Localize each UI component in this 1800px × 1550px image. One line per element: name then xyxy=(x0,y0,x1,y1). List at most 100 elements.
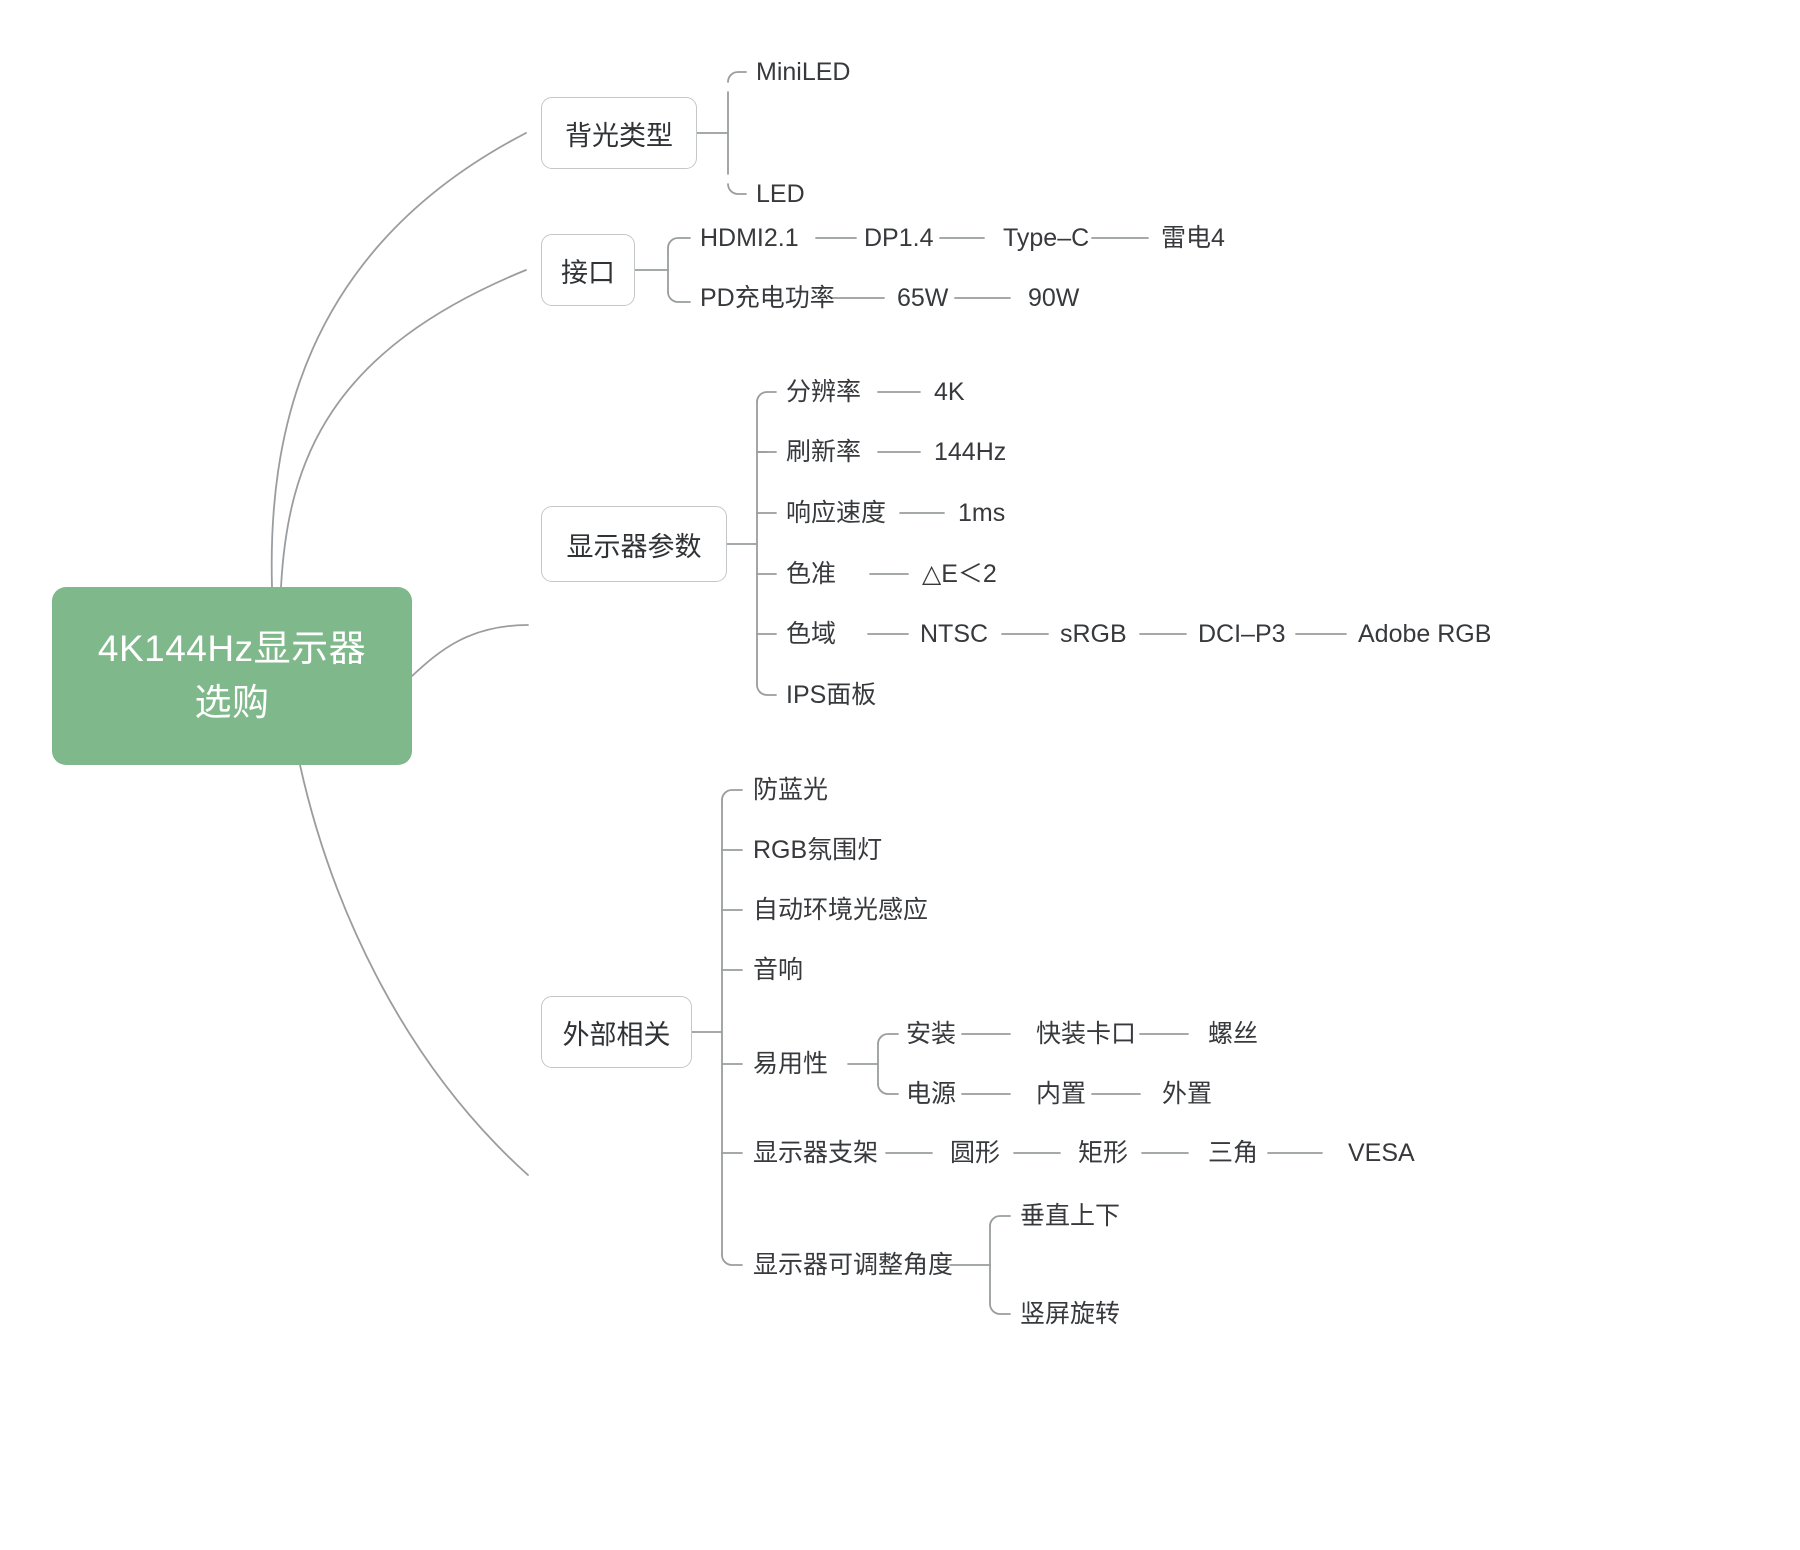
leaf-screws[interactable]: 螺丝 xyxy=(1208,1020,1258,1048)
edge-root-params xyxy=(411,624,529,677)
edge-ports-r1 xyxy=(667,291,691,303)
leaf-hdmi21[interactable]: HDMI2.1 xyxy=(700,224,799,252)
leaf-led-label: LED xyxy=(756,179,805,208)
leaf-screws-label: 螺丝 xyxy=(1208,1019,1259,1048)
leaf-response-time[interactable]: 响应速度 xyxy=(786,499,886,527)
leaf-quick-mount[interactable]: 快装卡口 xyxy=(1036,1020,1136,1048)
leaf-external-psu-label: 外置 xyxy=(1162,1079,1213,1108)
branch-node-backlight[interactable]: 背光类型 xyxy=(541,97,697,169)
leaf-quick-mount-label: 快装卡口 xyxy=(1036,1019,1137,1048)
leaf-led[interactable]: LED xyxy=(756,180,805,208)
leaf-adobe-rgb[interactable]: Adobe RGB xyxy=(1358,620,1491,648)
leaf-dp14[interactable]: DP1.4 xyxy=(864,224,933,252)
leaf-typec-label: Type–C xyxy=(1003,223,1090,252)
root-line-2: 选购 xyxy=(194,682,270,723)
leaf-ips-panel-label: IPS面板 xyxy=(786,680,877,709)
leaf-90w-label: 90W xyxy=(1028,283,1080,312)
leaf-stand-vesa-label: VESA xyxy=(1348,1138,1415,1167)
leaf-delta-e[interactable]: △E＜2 xyxy=(922,560,997,588)
leaf-color-gamut-label: 色域 xyxy=(786,619,837,648)
leaf-stand-rect-label: 矩形 xyxy=(1078,1138,1129,1167)
leaf-1ms[interactable]: 1ms xyxy=(958,499,1005,527)
leaf-ips-panel[interactable]: IPS面板 xyxy=(786,681,876,709)
leaf-color-accuracy[interactable]: 色准 xyxy=(786,560,836,588)
leaf-vertical-tilt[interactable]: 垂直上下 xyxy=(1020,1202,1120,1230)
edge-angle-b xyxy=(989,1303,1011,1315)
leaf-1ms-label: 1ms xyxy=(958,498,1006,527)
leaf-usability[interactable]: 易用性 xyxy=(753,1050,828,1078)
leaf-thunderbolt4[interactable]: 雷电4 xyxy=(1161,224,1225,252)
leaf-internal-psu[interactable]: 内置 xyxy=(1036,1080,1086,1108)
branch-node-backlight-label: 背光类型 xyxy=(565,120,673,151)
leaf-miniled-label: MiniLED xyxy=(756,57,851,86)
leaf-srgb[interactable]: sRGB xyxy=(1060,620,1127,648)
branch-node-external[interactable]: 外部相关 xyxy=(541,996,692,1068)
leaf-response-time-label: 响应速度 xyxy=(786,498,887,527)
edge-backlight-c0 xyxy=(727,71,747,83)
leaf-rgb-ambient-light-label: RGB氛围灯 xyxy=(753,835,883,864)
leaf-4k[interactable]: 4K xyxy=(934,378,965,406)
leaf-color-gamut[interactable]: 色域 xyxy=(786,620,836,648)
edge-yyx-b xyxy=(877,1083,899,1095)
leaf-144hz-label: 144Hz xyxy=(934,437,1007,466)
branch-node-ports-label: 接口 xyxy=(561,257,615,288)
leaf-stand-round-label: 圆形 xyxy=(950,1138,1001,1167)
leaf-resolution[interactable]: 分辨率 xyxy=(786,378,861,406)
leaf-thunderbolt4-label: 雷电4 xyxy=(1161,223,1225,252)
leaf-power-supply[interactable]: 电源 xyxy=(906,1080,956,1108)
branch-node-monitor-params-label: 显示器参数 xyxy=(566,531,702,562)
root-line-1: 4K144Hz显示器 xyxy=(97,628,367,670)
leaf-anti-blue-light-label: 防蓝光 xyxy=(753,775,829,804)
leaf-hdmi21-label: HDMI2.1 xyxy=(700,223,799,252)
leaf-stand-vesa[interactable]: VESA xyxy=(1348,1139,1415,1167)
leaf-auto-ambient-sensing[interactable]: 自动环境光感应 xyxy=(753,896,928,924)
edge-ports-r0 xyxy=(667,237,691,249)
branch-node-monitor-params[interactable]: 显示器参数 xyxy=(541,506,727,582)
leaf-usability-label: 易用性 xyxy=(753,1049,829,1078)
leaf-refresh-rate-label: 刷新率 xyxy=(786,437,862,466)
leaf-adjustable-angle[interactable]: 显示器可调整角度 xyxy=(753,1251,953,1279)
leaf-dci-p3[interactable]: DCI–P3 xyxy=(1198,620,1286,648)
leaf-pivot-rotation-label: 竖屏旋转 xyxy=(1020,1299,1121,1328)
leaf-stand-round[interactable]: 圆形 xyxy=(950,1139,1000,1167)
leaf-typec[interactable]: Type–C xyxy=(1003,224,1089,252)
edge-yyx-a xyxy=(877,1033,899,1045)
leaf-pivot-rotation[interactable]: 竖屏旋转 xyxy=(1020,1300,1120,1328)
leaf-monitor-stand[interactable]: 显示器支架 xyxy=(753,1139,878,1167)
leaf-speakers-label: 音响 xyxy=(753,955,804,984)
leaf-adjustable-angle-label: 显示器可调整角度 xyxy=(753,1250,954,1279)
leaf-installation[interactable]: 安装 xyxy=(906,1020,956,1048)
leaf-auto-ambient-sensing-label: 自动环境光感应 xyxy=(753,895,929,924)
leaf-monitor-stand-label: 显示器支架 xyxy=(753,1138,879,1167)
leaf-stand-triangle[interactable]: 三角 xyxy=(1208,1139,1258,1167)
branch-node-external-label: 外部相关 xyxy=(562,1019,671,1050)
leaf-4k-label: 4K xyxy=(934,377,965,406)
branch-node-ports[interactable]: 接口 xyxy=(541,234,635,306)
leaf-rgb-ambient-light[interactable]: RGB氛围灯 xyxy=(753,836,882,864)
leaf-dci-p3-label: DCI–P3 xyxy=(1198,619,1286,648)
root-node-label: 4K144Hz显示器 选购 xyxy=(82,622,382,729)
leaf-anti-blue-light[interactable]: 防蓝光 xyxy=(753,776,828,804)
leaf-refresh-rate[interactable]: 刷新率 xyxy=(786,438,861,466)
leaf-stand-rect[interactable]: 矩形 xyxy=(1078,1139,1128,1167)
leaf-vertical-tilt-label: 垂直上下 xyxy=(1020,1201,1121,1230)
leaf-pd-power[interactable]: PD充电功率 xyxy=(700,284,835,312)
leaf-ntsc[interactable]: NTSC xyxy=(920,620,988,648)
edge-root-ports xyxy=(280,269,527,588)
leaf-speakers[interactable]: 音响 xyxy=(753,956,803,984)
leaf-external-psu[interactable]: 外置 xyxy=(1162,1080,1212,1108)
edge-root-external xyxy=(299,764,529,1176)
leaf-internal-psu-label: 内置 xyxy=(1036,1079,1087,1108)
leaf-65w[interactable]: 65W xyxy=(897,284,948,312)
leaf-resolution-label: 分辨率 xyxy=(786,377,862,406)
leaf-srgb-label: sRGB xyxy=(1060,619,1127,648)
leaf-color-accuracy-label: 色准 xyxy=(786,559,837,588)
leaf-power-supply-label: 电源 xyxy=(906,1079,957,1108)
leaf-dp14-label: DP1.4 xyxy=(864,223,934,252)
leaf-90w[interactable]: 90W xyxy=(1028,284,1079,312)
leaf-144hz[interactable]: 144Hz xyxy=(934,438,1006,466)
leaf-installation-label: 安装 xyxy=(906,1019,957,1048)
root-node[interactable]: 4K144Hz显示器 选购 xyxy=(52,587,412,765)
leaf-miniled[interactable]: MiniLED xyxy=(756,58,850,86)
